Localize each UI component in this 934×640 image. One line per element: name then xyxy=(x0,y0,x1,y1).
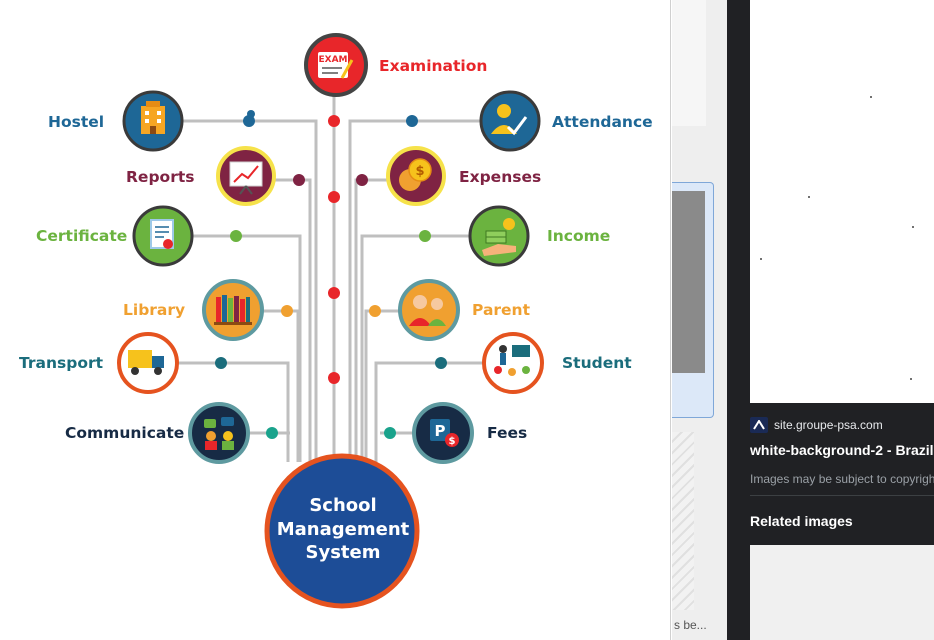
selected-result-thumbnail[interactable] xyxy=(672,182,714,418)
label-library: Library xyxy=(123,301,186,319)
preview-image[interactable] xyxy=(750,0,934,403)
center-title-line-2: Management xyxy=(276,518,410,540)
site-name: site.groupe-psa.com xyxy=(774,418,883,432)
school-management-diagram: EXAM xyxy=(117,33,544,609)
expenses-node: $ xyxy=(386,146,446,206)
books-icon xyxy=(214,295,252,325)
truck-icon xyxy=(128,350,164,375)
label-attendance: Attendance xyxy=(552,113,653,131)
label-student: Student xyxy=(562,354,632,372)
reports-node xyxy=(216,146,276,206)
attendance-node xyxy=(479,90,541,152)
center-hub xyxy=(264,453,420,609)
center-title-line-3: System xyxy=(305,542,381,563)
thumbnail-image xyxy=(672,191,705,373)
label-income: Income xyxy=(547,227,611,245)
chart-board-icon xyxy=(229,161,263,195)
preview-side-panel: site.groupe-psa.com white-background-2 -… xyxy=(727,0,934,640)
building-icon xyxy=(141,101,165,134)
label-expenses: Expenses xyxy=(459,168,542,186)
label-transport: Transport xyxy=(19,354,104,372)
income-node xyxy=(468,205,530,267)
label-hostel: Hostel xyxy=(48,113,105,131)
site-logo-icon xyxy=(750,417,768,433)
background-results: s be... xyxy=(672,0,727,640)
certificate-icon xyxy=(150,219,174,249)
svg-text:P: P xyxy=(435,422,446,440)
label-communicate: Communicate xyxy=(65,424,185,442)
communicate-node xyxy=(188,402,250,464)
result-caption[interactable]: s be... xyxy=(674,618,707,632)
examination-node: EXAM xyxy=(304,33,368,97)
coins-icon: $ xyxy=(399,158,432,191)
money-hand-icon xyxy=(482,218,516,256)
svg-text:$: $ xyxy=(449,436,456,447)
center-title: School Management System xyxy=(268,494,418,565)
payment-icon: P $ xyxy=(430,419,459,447)
related-image-thumbnail[interactable] xyxy=(750,545,934,640)
chat-people-icon xyxy=(204,417,234,450)
label-examination: Examination xyxy=(379,57,488,75)
hostel-node xyxy=(122,90,184,152)
result-thumbnail[interactable] xyxy=(672,0,706,126)
label-fees: Fees xyxy=(487,424,528,442)
exam-icon: EXAM xyxy=(318,55,347,65)
svg-text:$: $ xyxy=(415,164,424,179)
related-images-heading: Related images xyxy=(750,513,853,529)
family-icon xyxy=(409,295,446,326)
certificate-node xyxy=(132,205,194,267)
main-image-preview[interactable]: EXAM xyxy=(0,0,671,640)
classroom-icon xyxy=(494,345,530,376)
source-site-row[interactable]: site.groupe-psa.com xyxy=(750,416,883,434)
result-thumbnail[interactable] xyxy=(672,432,694,610)
copyright-note: Images may be subject to copyright. xyxy=(750,472,934,486)
divider xyxy=(750,495,934,496)
transport-node xyxy=(117,332,179,394)
fees-node: P $ xyxy=(412,402,474,464)
library-node xyxy=(202,279,264,341)
connector-dots xyxy=(215,110,447,439)
image-title-link[interactable]: white-background-2 - Brazil xyxy=(750,442,934,458)
label-reports: Reports xyxy=(126,168,195,186)
student-node xyxy=(482,332,544,394)
label-parent: Parent xyxy=(472,301,531,319)
center-title-line-1: School xyxy=(309,495,377,516)
label-certificate: Certificate xyxy=(36,227,128,245)
user-check-icon xyxy=(491,104,528,136)
parent-node xyxy=(398,279,460,341)
